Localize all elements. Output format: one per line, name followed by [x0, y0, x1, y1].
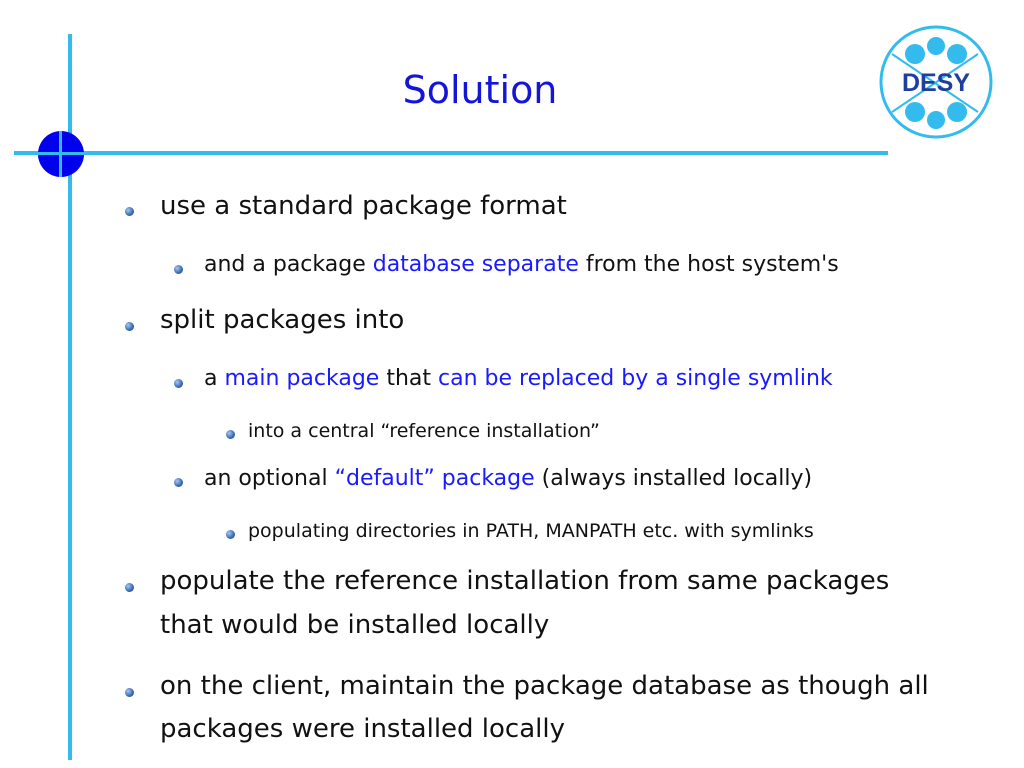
- bullet-text-line2: that would be installed locally: [160, 610, 550, 640]
- bullet-text-line1: populate the reference installation from…: [160, 566, 890, 596]
- highlight-text: can be replaced by a single symlink: [438, 366, 833, 391]
- bullet-dot: [125, 207, 134, 216]
- bullet-text: populating directories in PATH, MANPATH …: [248, 520, 814, 542]
- horizontal-accent-line: [14, 151, 888, 155]
- bullet-text: split packages into: [160, 305, 405, 335]
- bullet-dot: [226, 430, 235, 439]
- desy-logo-icon: DESY: [879, 25, 993, 139]
- bullet-dot: [226, 530, 235, 539]
- highlight-text: “default” package: [334, 466, 535, 491]
- bullet-text: and a package database separate from the…: [204, 252, 839, 277]
- bullet-text-line2: packages were installed locally: [160, 714, 565, 744]
- bullet-text: a main package that can be replaced by a…: [204, 366, 833, 391]
- bullet-dot: [174, 379, 183, 388]
- bullet-text: use a standard package format: [160, 191, 567, 221]
- logo-text: DESY: [902, 69, 970, 97]
- accent-dot-cross-v: [59, 131, 62, 177]
- bullet-text: an optional “default” package (always in…: [204, 466, 813, 491]
- bullet-dot: [125, 322, 134, 331]
- bullet-dot: [125, 688, 134, 697]
- slide-title: Solution: [402, 68, 558, 112]
- bullet-dot: [174, 478, 183, 487]
- vertical-accent-line: [68, 34, 72, 760]
- bullet-text: into a central “reference installation”: [248, 420, 600, 442]
- bullet-text-line1: on the client, maintain the package data…: [160, 671, 929, 701]
- bullet-dot: [174, 265, 183, 274]
- highlight-text: main package: [224, 366, 380, 391]
- highlight-text: database separate: [372, 252, 579, 277]
- bullet-dot: [125, 583, 134, 592]
